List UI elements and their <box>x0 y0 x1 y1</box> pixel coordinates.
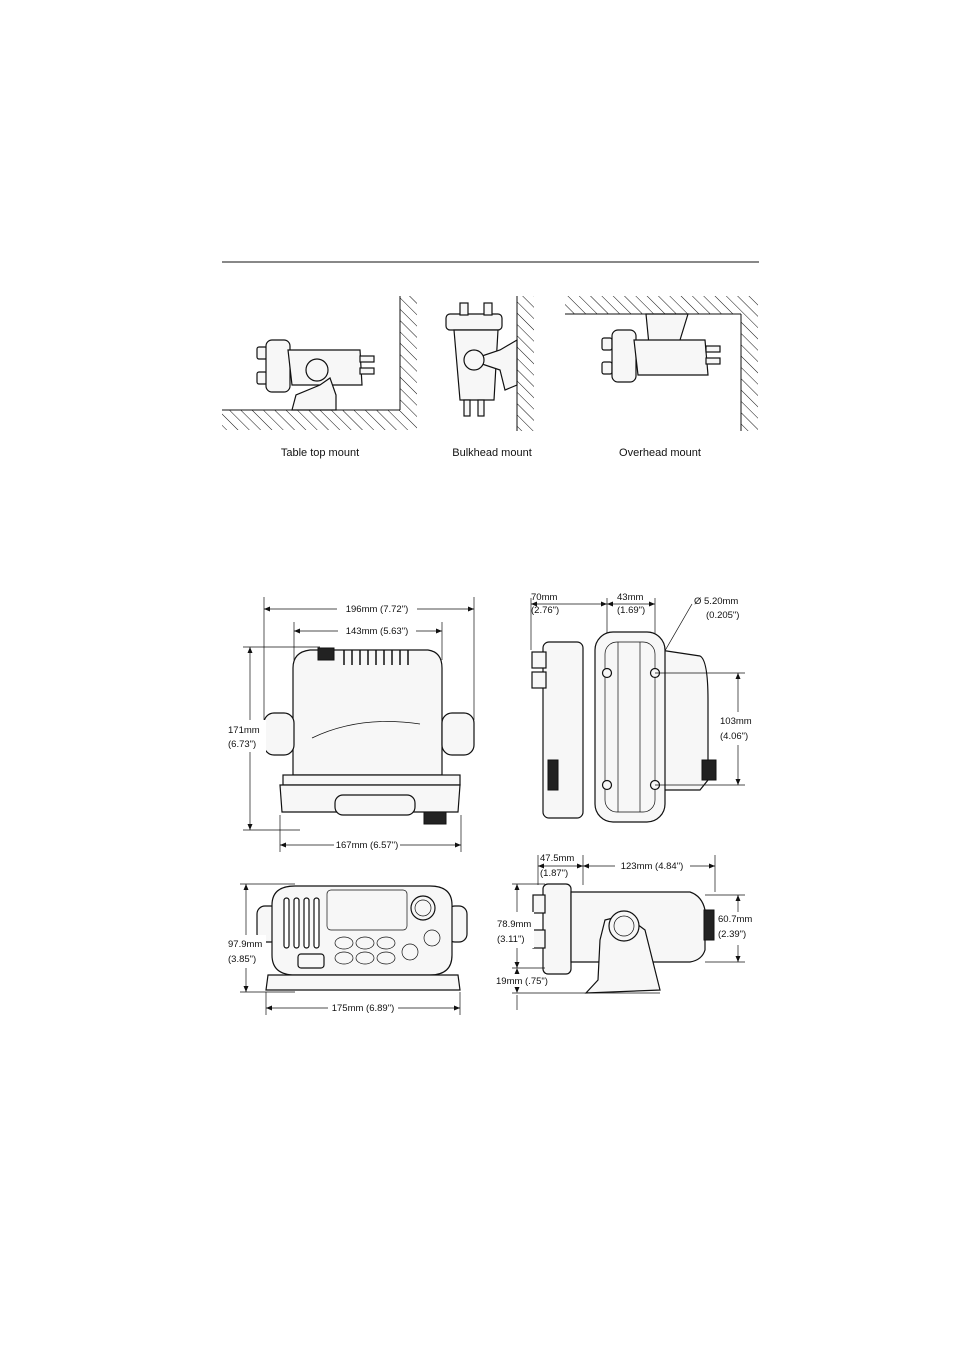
dim-side-70-in: (2.76") <box>531 605 559 616</box>
dim-depth-47-in: (1.87") <box>540 868 568 879</box>
dim-panel-height-in: (3.85") <box>228 954 256 965</box>
dim-side-43-mm: 43mm <box>617 592 643 603</box>
dim-hole-diameter-mm: Ø 5.20mm <box>694 596 738 607</box>
dim-side-70-mm: 70mm <box>531 592 557 603</box>
dim-height-60-mm: 60.7mm <box>718 914 752 925</box>
bulkhead-mount-illustration <box>445 296 534 431</box>
dim-front-width-base: 167mm (6.57") <box>336 840 399 851</box>
front-panel-drawing <box>240 883 468 1015</box>
overhead-mount-illustration <box>565 296 758 431</box>
dim-panel-height-mm: 97.9mm <box>228 939 262 950</box>
dim-hole-diameter-in: (0.205") <box>706 610 739 621</box>
dim-side-43-in: (1.69") <box>617 605 645 616</box>
dim-depth-123: 123mm (4.84") <box>621 861 684 872</box>
caption-table-top: Table top mount <box>281 447 359 459</box>
dim-front-height-in: (6.73") <box>228 739 256 750</box>
dim-depth-47-mm: 47.5mm <box>540 853 574 864</box>
dim-panel-width: 175mm (6.89") <box>332 1003 395 1014</box>
rear-view-drawing <box>530 598 745 823</box>
dim-front-height-mm: 171mm <box>228 725 260 736</box>
caption-overhead: Overhead mount <box>619 447 701 459</box>
front-view-drawing <box>243 597 475 852</box>
dim-height-78-mm: 78.9mm <box>497 919 531 930</box>
dim-front-width-body: 143mm (5.63") <box>346 626 409 637</box>
dim-side-103-in: (4.06") <box>720 731 748 742</box>
dim-base-19: 19mm (.75") <box>496 976 548 987</box>
dim-height-78-in: (3.11") <box>497 934 524 945</box>
side-profile-drawing <box>512 855 745 1010</box>
dim-side-103-mm: 103mm <box>720 716 752 727</box>
dim-front-width-total: 196mm (7.72") <box>346 604 409 615</box>
dim-height-60-in: (2.39") <box>718 929 746 940</box>
table-top-mount-illustration <box>222 296 417 430</box>
caption-bulkhead: Bulkhead mount <box>452 447 532 459</box>
